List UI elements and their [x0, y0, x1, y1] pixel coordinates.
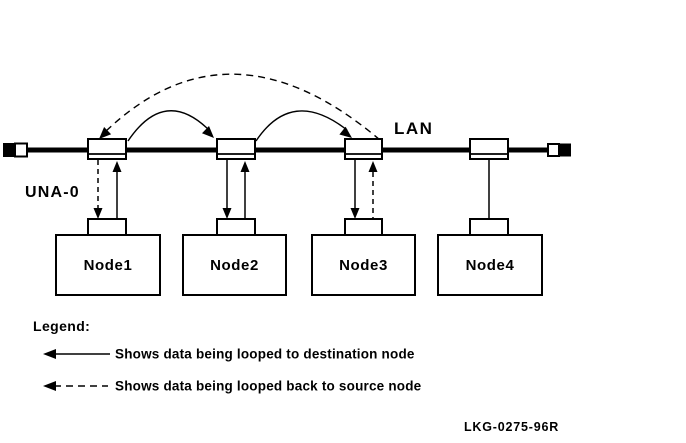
lan-terminator-left-outer	[3, 143, 15, 157]
node3-receive-arrowhead-icon	[350, 208, 360, 219]
node3-box	[311, 234, 416, 296]
lan-tap-3	[344, 138, 383, 160]
node4-connector	[469, 218, 509, 236]
node2-box	[182, 234, 287, 296]
lan-tap-1	[87, 138, 127, 160]
legend-title: Legend:	[33, 318, 90, 334]
legend-item-dashed-text: Shows data being looped back to source n…	[115, 379, 422, 394]
lan-tap-2	[216, 138, 256, 160]
node2-label: Node2	[210, 257, 259, 274]
una0-label: UNA-0	[25, 184, 80, 201]
arrowhead-at-tap3-icon	[339, 126, 352, 138]
node1-label: Node1	[84, 257, 133, 274]
arc-loop-to-node3	[255, 110, 348, 142]
lan-terminator-right-outer	[559, 143, 571, 157]
node2-connector	[216, 218, 256, 236]
node1-send-arrowhead-icon	[112, 161, 122, 172]
node3-send-arrowhead-icon	[368, 161, 378, 172]
arc-loop-to-node2	[127, 110, 211, 142]
arrowhead-loopback-at-tap1-icon	[99, 127, 112, 139]
arc-loop-back-to-source	[103, 73, 381, 141]
arrowhead-at-tap2-icon	[202, 126, 214, 138]
legend-item-solid-text: Shows data being looped to destination n…	[115, 347, 415, 362]
lan-tap-4	[469, 138, 509, 160]
figure-caption: LKG-0275-96R	[464, 420, 559, 434]
node2-receive-arrowhead-icon	[222, 208, 232, 219]
node3-connector	[344, 218, 383, 236]
node1-connector	[87, 218, 127, 236]
legend-dashed-arrow-icon	[43, 381, 56, 391]
node1-box	[55, 234, 161, 296]
lan-terminator-right-inner	[547, 143, 560, 157]
node2-send-arrowhead-icon	[240, 161, 250, 172]
legend-solid-arrow-icon	[43, 349, 56, 359]
node4-label: Node4	[466, 257, 515, 274]
lan-label: LAN	[394, 119, 433, 138]
node4-box	[437, 234, 543, 296]
node1-receive-arrowhead-icon	[93, 208, 103, 219]
lan-terminator-left-inner	[14, 142, 28, 158]
node3-label: Node3	[339, 257, 388, 274]
